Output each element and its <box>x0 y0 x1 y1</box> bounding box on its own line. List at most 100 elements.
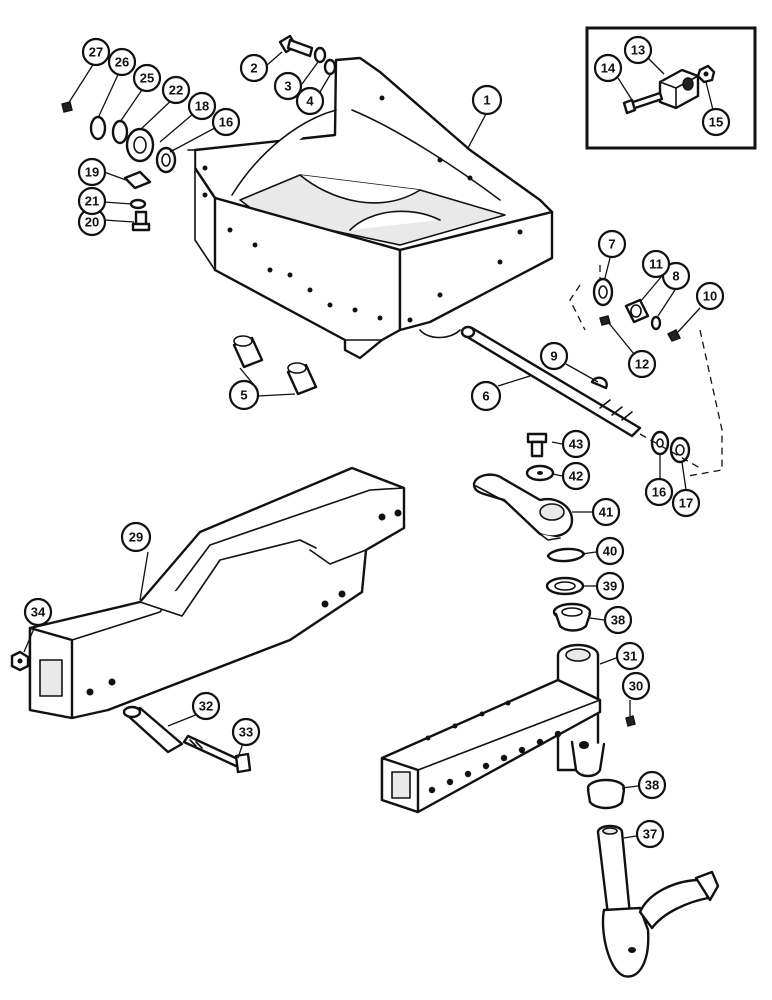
callout-30: 30 <box>621 671 651 701</box>
callout-33: 33 <box>231 717 261 747</box>
callout-38-lower: 38 <box>637 770 667 800</box>
svg-text:39: 39 <box>603 579 617 594</box>
clamp-part-13 <box>658 68 700 110</box>
svg-text:38: 38 <box>611 613 625 628</box>
callout-42: 42 <box>561 461 591 491</box>
pin-part-32 <box>122 705 184 754</box>
callout-27: 27 <box>81 37 111 67</box>
callout-6: 6 <box>470 380 502 412</box>
svg-text:26: 26 <box>115 55 129 70</box>
svg-text:18: 18 <box>195 99 209 114</box>
svg-text:30: 30 <box>629 679 643 694</box>
leader-lines <box>23 51 701 839</box>
bushing-part-38-upper <box>552 602 592 632</box>
callout-39: 39 <box>595 571 625 601</box>
svg-text:13: 13 <box>631 43 645 58</box>
svg-text:41: 41 <box>599 505 613 520</box>
assembly-dashed-outline <box>569 265 723 477</box>
svg-text:16: 16 <box>219 115 233 130</box>
callout-9: 9 <box>539 341 569 371</box>
callout-11: 11 <box>641 249 671 279</box>
callout-38-upper: 38 <box>603 605 633 635</box>
axle-extension-part-31 <box>380 643 606 814</box>
bolt-part-33 <box>182 734 252 774</box>
callout-32: 32 <box>191 691 221 721</box>
pivot-shaft-part-6 <box>460 325 642 438</box>
callout-19: 19 <box>77 157 107 187</box>
callout-31: 31 <box>615 641 645 671</box>
svg-text:32: 32 <box>199 699 213 714</box>
inset-frame <box>585 26 757 150</box>
svg-text:27: 27 <box>89 45 103 60</box>
ring-part-8 <box>650 315 662 331</box>
svg-text:17: 17 <box>679 496 693 511</box>
callout-12: 12 <box>627 349 657 379</box>
screw-part-10 <box>667 329 681 342</box>
callout-17: 17 <box>671 488 701 518</box>
svg-text:19: 19 <box>85 165 99 180</box>
svg-text:7: 7 <box>608 237 615 252</box>
callout-21: 21 <box>77 186 107 216</box>
svg-text:40: 40 <box>603 544 617 559</box>
callout-26: 26 <box>107 47 137 77</box>
svg-text:22: 22 <box>169 83 183 98</box>
svg-text:12: 12 <box>635 357 649 372</box>
callout-34: 34 <box>23 597 53 627</box>
svg-text:14: 14 <box>601 61 616 76</box>
svg-text:15: 15 <box>709 115 723 130</box>
washer-part-17 <box>669 436 691 464</box>
svg-text:31: 31 <box>623 649 637 664</box>
snap-ring-part-40 <box>546 547 586 563</box>
callout-7: 7 <box>597 229 627 259</box>
callout-5: 5 <box>228 379 260 411</box>
svg-text:33: 33 <box>239 725 253 740</box>
svg-text:43: 43 <box>569 437 583 452</box>
callout-25: 25 <box>132 63 162 93</box>
callout-2: 2 <box>239 53 269 83</box>
svg-text:9: 9 <box>550 349 557 364</box>
screw-part-30 <box>625 715 636 727</box>
collar-part-7 <box>592 277 614 307</box>
svg-text:37: 37 <box>643 827 657 842</box>
callout-14: 14 <box>593 53 623 83</box>
callout-18: 18 <box>187 91 217 121</box>
inset-detail <box>585 26 757 150</box>
nut-part-15 <box>696 64 716 84</box>
svg-text:16: 16 <box>652 485 666 500</box>
steering-arm-part-41 <box>472 473 574 541</box>
callout-16-lower: 16 <box>644 477 674 507</box>
callout-16-upper: 16 <box>211 107 241 137</box>
svg-text:1: 1 <box>483 93 490 108</box>
svg-text:29: 29 <box>129 530 143 545</box>
svg-text:2: 2 <box>250 61 257 76</box>
spindle-part-37 <box>596 824 720 978</box>
svg-text:4: 4 <box>306 94 314 109</box>
callout-22: 22 <box>161 75 191 105</box>
svg-text:25: 25 <box>140 71 154 86</box>
svg-text:6: 6 <box>482 389 489 404</box>
svg-text:3: 3 <box>284 79 291 94</box>
callout-41: 41 <box>591 497 621 527</box>
svg-text:10: 10 <box>703 289 717 304</box>
collar-part-11 <box>624 298 650 324</box>
bolt-part-2 <box>278 34 314 58</box>
bushing-part-38-lower <box>586 778 626 810</box>
callout-1: 1 <box>471 84 503 116</box>
bearing-group <box>61 101 177 232</box>
washer-part-16-lower <box>650 430 670 456</box>
svg-text:5: 5 <box>240 388 247 403</box>
callout-40: 40 <box>595 536 625 566</box>
screw-part-12 <box>599 315 611 326</box>
svg-text:42: 42 <box>569 469 583 484</box>
washer-part-42 <box>525 464 555 482</box>
washer-part-3 <box>313 46 327 64</box>
svg-text:11: 11 <box>649 257 663 272</box>
svg-text:20: 20 <box>85 215 99 230</box>
washer-part-4 <box>323 58 337 76</box>
callout-15: 15 <box>701 107 731 137</box>
bolt-part-43 <box>526 432 548 458</box>
bushing-part-5 <box>232 335 318 396</box>
nut-part-34 <box>10 650 30 672</box>
callout-4: 4 <box>295 86 325 116</box>
